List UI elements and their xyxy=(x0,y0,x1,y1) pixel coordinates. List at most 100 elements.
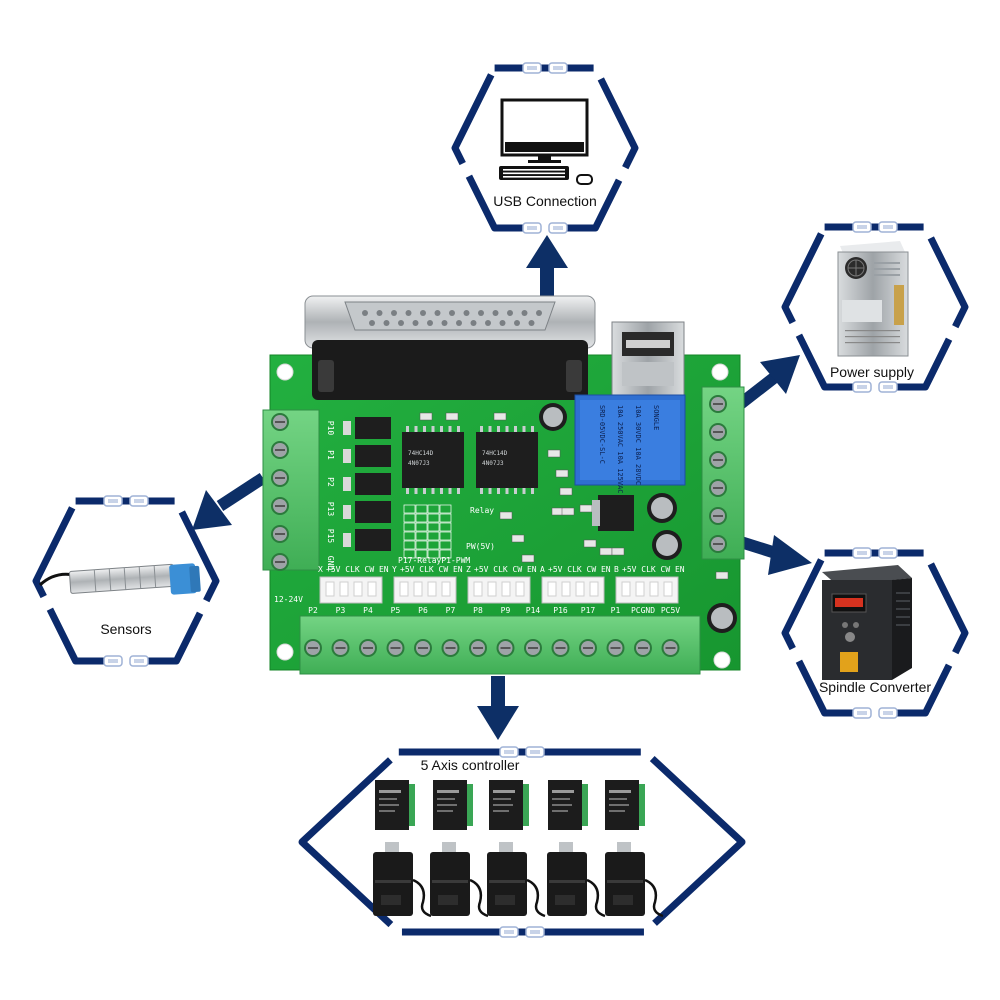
stepper-motor-icon xyxy=(605,842,664,918)
axis-pin-labels: +5V CLK CW EN xyxy=(548,565,611,574)
axis-letter: A xyxy=(540,565,545,574)
optocoupler-chip xyxy=(343,445,391,467)
link-clip-icon xyxy=(548,62,568,74)
arrow-to-usb xyxy=(526,235,568,303)
mounting-hole xyxy=(276,643,294,661)
terminal-screw-icon xyxy=(709,535,727,553)
terminal-screw-icon xyxy=(709,423,727,441)
left-pin-label: P13 xyxy=(326,502,335,517)
axis-controller-label: 5 Axis controller xyxy=(421,757,520,773)
terminal-screw-icon xyxy=(709,479,727,497)
bottom-pin-label: P4 xyxy=(363,606,373,615)
capacitor xyxy=(647,493,677,523)
proximity-sensor-icon xyxy=(38,563,201,595)
axis-header-a: A+5V CLK CW EN xyxy=(540,565,611,604)
axis-letter: B xyxy=(614,565,619,574)
mounting-hole xyxy=(711,363,729,381)
link-clip-icon xyxy=(103,655,123,667)
relay-marking: SRD-05VDC-SL-C xyxy=(598,405,606,464)
svg-text:74HC14D: 74HC14D xyxy=(482,450,508,457)
bottom-pin-label: P1 xyxy=(611,606,621,615)
axis-pin-labels: +5V CLK CW EN xyxy=(400,565,463,574)
bottom-pin-label: P2 xyxy=(308,606,318,615)
axis-letter: Z xyxy=(466,565,471,574)
db25-parallel-connector xyxy=(304,295,596,400)
terminal-screw-icon xyxy=(304,639,322,657)
capacitor xyxy=(539,403,567,431)
output-terminal-block xyxy=(701,386,745,560)
mounting-hole xyxy=(276,363,294,381)
link-clip-icon xyxy=(499,746,519,758)
bottom-pin-label: P17 xyxy=(581,606,596,615)
usb-connection-label: USB Connection xyxy=(493,193,597,209)
link-clip-icon xyxy=(878,707,898,719)
terminal-screw-icon xyxy=(414,639,432,657)
power-supply-icon xyxy=(837,241,909,357)
pwm-silk-label: PW(5V) xyxy=(466,542,495,551)
bottom-pin-label: P5 xyxy=(391,606,401,615)
terminal-screw-icon xyxy=(606,639,625,657)
capacitor xyxy=(652,530,682,560)
terminal-screw-icon xyxy=(709,395,727,413)
stepper-motor-icon xyxy=(373,842,432,918)
link-clip-icon xyxy=(878,221,898,233)
arrow-to-axis-controller xyxy=(477,676,519,740)
bottom-pin-label: P7 xyxy=(446,606,456,615)
bottom-pin-label: P6 xyxy=(418,606,428,615)
terminal-screw-icon xyxy=(271,525,289,543)
relay-silk-label: Relay xyxy=(470,506,494,515)
link-clip-icon xyxy=(878,547,898,559)
bottom-pin-label: P8 xyxy=(473,606,483,615)
terminal-screw-icon xyxy=(359,639,377,657)
link-clip-icon xyxy=(129,655,149,667)
axis-letter: Y xyxy=(392,565,397,574)
terminal-screw-icon xyxy=(469,639,487,657)
axis-letter: X xyxy=(318,565,323,574)
link-clip-icon xyxy=(852,221,872,233)
stepper-motor-icon xyxy=(547,842,606,918)
axis-header-x: X+5V CLK CW EN xyxy=(318,565,389,604)
terminal-screw-icon xyxy=(271,553,289,571)
vfd-inverter-icon xyxy=(822,565,912,680)
stepper-motor-icon xyxy=(487,842,546,918)
stepper-motor-icon xyxy=(430,842,489,918)
bottom-terminal-block xyxy=(299,615,701,675)
optocoupler-chip xyxy=(343,501,391,523)
power-supply-label: Power supply xyxy=(830,364,914,380)
optocoupler-chip xyxy=(343,529,391,551)
terminal-screw-icon xyxy=(331,639,350,657)
terminal-screw-icon xyxy=(271,469,289,487)
terminal-screw-icon xyxy=(709,507,727,525)
bottom-pin-label: P9 xyxy=(501,606,511,615)
sensors-label: Sensors xyxy=(100,621,151,637)
svg-text:74HC14D: 74HC14D xyxy=(408,450,434,457)
left-pin-label: GND xyxy=(326,556,335,571)
buffer-chip: 74HC14D 4N07J3 xyxy=(402,432,464,488)
bottom-pin-label: P3 xyxy=(336,606,346,615)
stepper-driver-icon xyxy=(433,780,473,830)
axis-pin-labels: +5V CLK CW EN xyxy=(622,565,685,574)
input-voltage-label: 12-24V xyxy=(274,595,303,604)
link-clip-icon xyxy=(129,495,149,507)
axis-header-y: Y+5V CLK CW EN xyxy=(392,565,463,604)
stepper-driver-icon xyxy=(605,780,645,830)
terminal-screw-icon xyxy=(271,413,289,431)
link-clip-icon xyxy=(525,746,545,758)
stepper-driver-icon xyxy=(548,780,588,830)
optocoupler-chip xyxy=(343,473,391,495)
left-pin-label: P15 xyxy=(326,529,335,544)
sensors-node-frame xyxy=(32,495,220,667)
terminal-screw-icon xyxy=(524,639,542,657)
terminal-screw-icon xyxy=(441,639,460,657)
terminal-screw-icon xyxy=(661,639,680,657)
link-clip-icon xyxy=(525,926,545,938)
link-clip-icon xyxy=(878,381,898,393)
input-terminal-block xyxy=(262,409,320,571)
relay-marking: 10A 250VAC 10A 125VAC xyxy=(616,405,624,494)
left-pin-label: P2 xyxy=(326,477,335,487)
axis-header-z: Z+5V CLK CW EN xyxy=(466,565,537,604)
terminal-screw-icon xyxy=(634,639,652,657)
bottom-pin-label: P16 xyxy=(553,606,568,615)
bottom-pin-label: PC5V xyxy=(661,606,680,615)
